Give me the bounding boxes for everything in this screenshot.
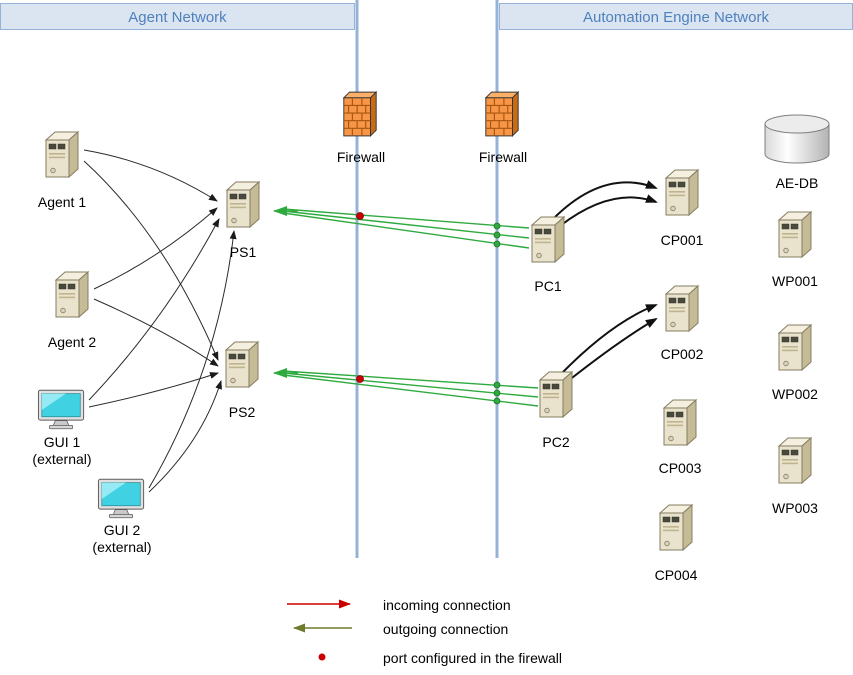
server-icon-cp003 [663,399,697,446]
connection-agent2-ps1 [93,207,218,290]
server-icon-wp002 [778,324,812,371]
label-firewall-left: Firewall [336,149,386,165]
port-dot-green [493,389,501,397]
label-gui1: GUI 1 [43,434,81,450]
monitor-icon-gui1 [37,389,85,430]
server-icon-ps1 [226,181,260,228]
port-dot-green [493,397,501,405]
firewall-icon-left [343,91,377,137]
label-wp002: WP002 [772,386,818,402]
server-icon-cp001 [665,169,699,216]
automation-engine-header: Automation Engine Network [499,3,853,30]
firewall-port-dot [356,375,364,383]
server-icon-wp001 [778,211,812,258]
label-gui2: GUI 2 [103,522,141,538]
firewall-icon-right [485,91,519,137]
label-pc1: PC1 [534,278,562,294]
label-wp003: WP003 [772,500,818,516]
connection-pc1-ps1 [273,206,530,249]
server-icon-cp002 [665,285,699,332]
server-icon-agent2 [55,271,89,318]
database-icon-aedb [764,114,830,164]
label-ps2: PS2 [228,404,256,420]
label-cp003: CP003 [658,460,702,476]
connection-agent1-ps2 [83,160,219,361]
label-gui1-external: (external) [32,451,92,467]
connection-pc1-cp001 [552,180,658,227]
legend-graphics [287,599,352,661]
legend-outgoing-label: outgoing connection [383,621,509,637]
label-agent2: Agent 2 [47,334,97,350]
connection-gui2-ps1 [148,230,237,489]
server-icon-ps2 [225,341,259,388]
server-icon-wp003 [778,437,812,484]
label-cp004: CP004 [654,567,698,583]
label-cp001: CP001 [660,232,704,248]
port-dot-green [493,381,501,389]
legend-port-label: port configured in the firewall [383,650,562,666]
connection-pc2-ps2 [273,368,539,407]
server-icon-cp004 [659,504,693,551]
label-agent1: Agent 1 [37,194,87,210]
connection-agent2-ps2 [93,298,219,367]
connection-gui2-ps2 [148,380,222,493]
label-wp001: WP001 [772,273,818,289]
firewall-port-dot [356,212,364,220]
agent-to-ps-connections [83,149,237,493]
automation-engine-header-label: Automation Engine Network [583,9,769,26]
label-firewall-right: Firewall [478,149,528,165]
server-icon-pc2 [539,371,573,418]
monitor-icon-gui2 [97,478,145,519]
connection-gui1-ps1 [88,218,220,401]
agent-network-header-label: Agent Network [128,9,227,26]
port-dot-green [493,231,501,239]
label-cp002: CP002 [660,346,704,362]
agent-network-header: Agent Network [0,3,355,30]
connection-pc2-cp002 [560,304,658,382]
connection-agent1-ps1 [83,149,218,202]
label-gui2-external: (external) [92,539,152,555]
legend-incoming-label: incoming connection [383,597,511,613]
server-icon-agent1 [45,131,79,178]
server-icon-pc1 [531,216,565,263]
connection-gui1-ps2 [88,372,219,408]
port-dot-green [493,240,501,248]
port-dot-green [493,222,501,230]
label-pc2: PC2 [542,434,570,450]
legend-port-dot [318,653,326,661]
label-ps1: PS1 [229,244,257,260]
label-aedb: AE-DB [775,175,819,191]
